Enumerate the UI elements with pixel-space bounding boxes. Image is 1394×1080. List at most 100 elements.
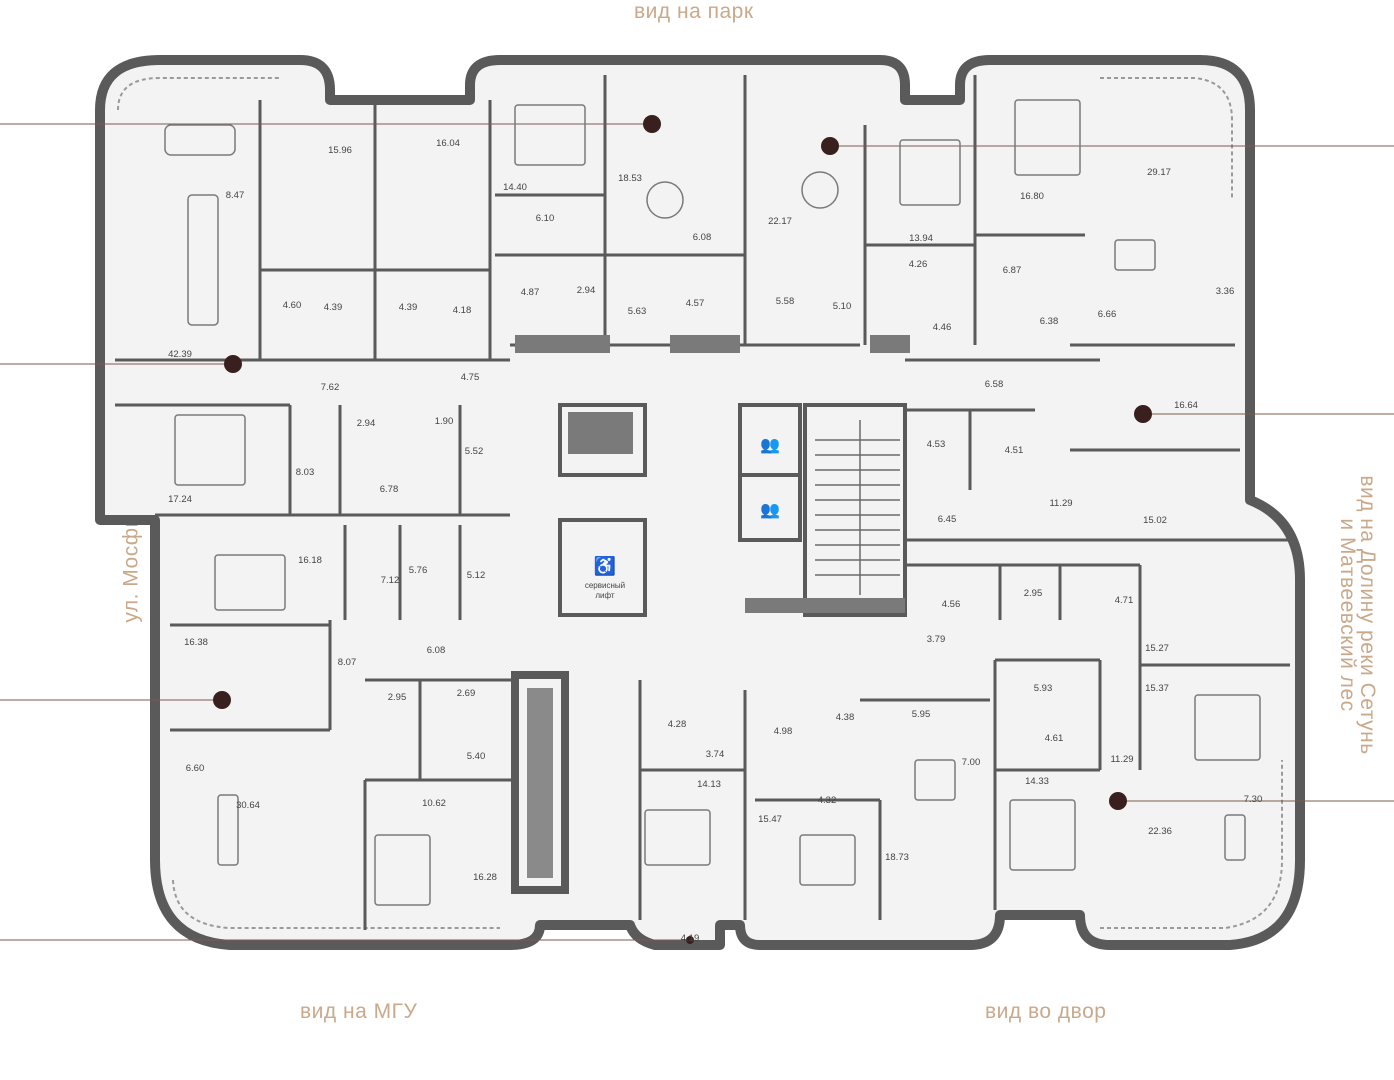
room-area-label: 3.74 bbox=[706, 749, 725, 760]
room-area-label: 30.64 bbox=[236, 800, 260, 811]
room-area-label: 4.56 bbox=[942, 599, 961, 610]
room-walls bbox=[115, 75, 1290, 930]
room-area-label: 14.13 bbox=[697, 779, 721, 790]
room-area-label: 4.28 bbox=[668, 719, 687, 730]
room-area-label: 4.60 bbox=[283, 300, 302, 311]
room-area-label: 6.66 bbox=[1098, 309, 1117, 320]
room-area-label: 15.96 bbox=[328, 145, 352, 156]
room-area-label: 4.19 bbox=[681, 933, 700, 944]
room-area-label: 14.33 bbox=[1025, 776, 1049, 787]
room-area-label: 5.95 bbox=[912, 709, 931, 720]
room-area-label: 5.52 bbox=[465, 446, 484, 457]
room-area-label: 7.12 bbox=[381, 575, 400, 586]
apartment-marker bbox=[213, 691, 231, 709]
apartment-marker bbox=[1109, 792, 1127, 810]
apartment-marker bbox=[1134, 405, 1152, 423]
apartment-marker bbox=[821, 137, 839, 155]
room-area-label: 3.79 bbox=[927, 634, 946, 645]
room-area-label: 6.08 bbox=[693, 232, 712, 243]
room-area-label: 14.40 bbox=[503, 182, 527, 193]
room-area-label: 15.47 bbox=[758, 814, 782, 825]
room-area-label: 2.94 bbox=[577, 285, 596, 296]
room-area-label: 2.95 bbox=[388, 692, 407, 703]
room-area-label: 6.87 bbox=[1003, 265, 1022, 276]
room-area-label: 4.39 bbox=[324, 302, 343, 313]
room-area-label: 15.02 bbox=[1143, 515, 1167, 526]
room-area-label: 16.80 bbox=[1020, 191, 1044, 202]
room-area-label: 4.51 bbox=[1005, 445, 1024, 456]
room-area-label: 4.18 bbox=[453, 305, 472, 316]
room-area-label: 22.36 bbox=[1148, 826, 1172, 837]
service-lift-label: сервисный bbox=[585, 581, 625, 590]
room-area-label: 4.26 bbox=[909, 259, 928, 270]
room-area-label: 6.10 bbox=[536, 213, 555, 224]
service-lift-label-2: лифт bbox=[595, 591, 615, 600]
room-area-label: 5.12 bbox=[467, 570, 486, 581]
room-area-label: 4.71 bbox=[1115, 595, 1134, 606]
room-area-label: 18.73 bbox=[885, 852, 909, 863]
view-label-courtyard: вид во двор bbox=[985, 1000, 1107, 1023]
room-area-label: 6.08 bbox=[427, 645, 446, 656]
building-core: сервисный лифт ♿ 👥 👥 bbox=[511, 335, 910, 894]
room-area-label: 7.62 bbox=[321, 382, 340, 393]
room-area-label: 4.75 bbox=[461, 372, 480, 383]
room-area-label: 29.17 bbox=[1147, 167, 1171, 178]
room-area-label: 8.03 bbox=[296, 467, 315, 478]
elevator-icon: 👥 bbox=[760, 437, 780, 454]
room-area-label: 2.95 bbox=[1024, 588, 1043, 599]
room-area-label: 2.69 bbox=[457, 688, 476, 699]
room-area-label: 6.38 bbox=[1040, 316, 1059, 327]
room-area-label: 16.04 bbox=[436, 138, 460, 149]
accessibility-icon: ♿ bbox=[594, 555, 616, 576]
room-area-label: 18.53 bbox=[618, 173, 642, 184]
apartment-markers bbox=[213, 115, 1152, 944]
room-area-label: 42.39 bbox=[168, 349, 192, 360]
room-area-label: 6.78 bbox=[380, 484, 399, 495]
room-area-label: 17.24 bbox=[168, 494, 192, 505]
room-area-label: 6.60 bbox=[186, 763, 205, 774]
room-area-label: 11.29 bbox=[1049, 498, 1072, 509]
room-area-label: 8.47 bbox=[226, 190, 245, 201]
room-area-label: 4.32 bbox=[818, 795, 837, 806]
room-area-label: 4.87 bbox=[521, 287, 540, 298]
room-area-label: 5.40 bbox=[467, 751, 486, 762]
room-area-label: 5.58 bbox=[776, 296, 795, 307]
furniture bbox=[164, 99, 1261, 906]
view-label-mgu: вид на МГУ bbox=[300, 1000, 418, 1023]
room-area-label: 16.38 bbox=[184, 637, 208, 648]
room-area-label: 7.30 bbox=[1244, 794, 1263, 805]
room-area-label: 5.76 bbox=[409, 565, 428, 576]
view-label-park: вид на парк bbox=[634, 0, 754, 23]
room-area-label: 4.39 bbox=[399, 302, 418, 313]
room-area-label: 4.61 bbox=[1045, 733, 1064, 744]
room-area-label: 5.93 bbox=[1034, 683, 1053, 694]
elevator-icon: 👥 bbox=[760, 502, 780, 519]
room-area-label: 7.00 bbox=[962, 757, 981, 768]
room-area-label: 16.18 bbox=[298, 555, 322, 566]
apartment-marker bbox=[686, 936, 694, 944]
room-area-label: 16.28 bbox=[473, 872, 497, 883]
room-area-label: 4.98 bbox=[774, 726, 793, 737]
building-outline bbox=[95, 55, 1305, 950]
room-area-label: 1.90 bbox=[435, 416, 454, 427]
room-area-label: 3.36 bbox=[1216, 286, 1235, 297]
apartment-marker bbox=[224, 355, 242, 373]
room-area-label: 8.07 bbox=[338, 657, 357, 668]
room-area-label: 4.38 bbox=[836, 712, 855, 723]
room-area-label: 6.58 bbox=[985, 379, 1004, 390]
room-area-label: 6.45 bbox=[938, 514, 957, 525]
room-area-label: 4.53 bbox=[927, 439, 946, 450]
room-area-label: 11.29 bbox=[1110, 754, 1133, 765]
room-area-label: 5.63 bbox=[628, 306, 647, 317]
room-area-label: 15.27 bbox=[1145, 643, 1169, 654]
room-area-label: 16.64 bbox=[1174, 400, 1198, 411]
room-area-label: 15.37 bbox=[1145, 683, 1169, 694]
room-area-label: 2.94 bbox=[357, 418, 376, 429]
apartment-marker bbox=[643, 115, 661, 133]
room-area-label: 10.62 bbox=[422, 798, 446, 809]
room-area-label: 22.17 bbox=[768, 216, 792, 227]
room-area-label: 13.94 bbox=[909, 233, 933, 244]
area-labels: 15.96 16.04 8.47 4.60 4.39 4.39 4.18 42.39 7.62 4… bbox=[168, 138, 1262, 944]
room-area-label: 4.57 bbox=[686, 298, 705, 309]
